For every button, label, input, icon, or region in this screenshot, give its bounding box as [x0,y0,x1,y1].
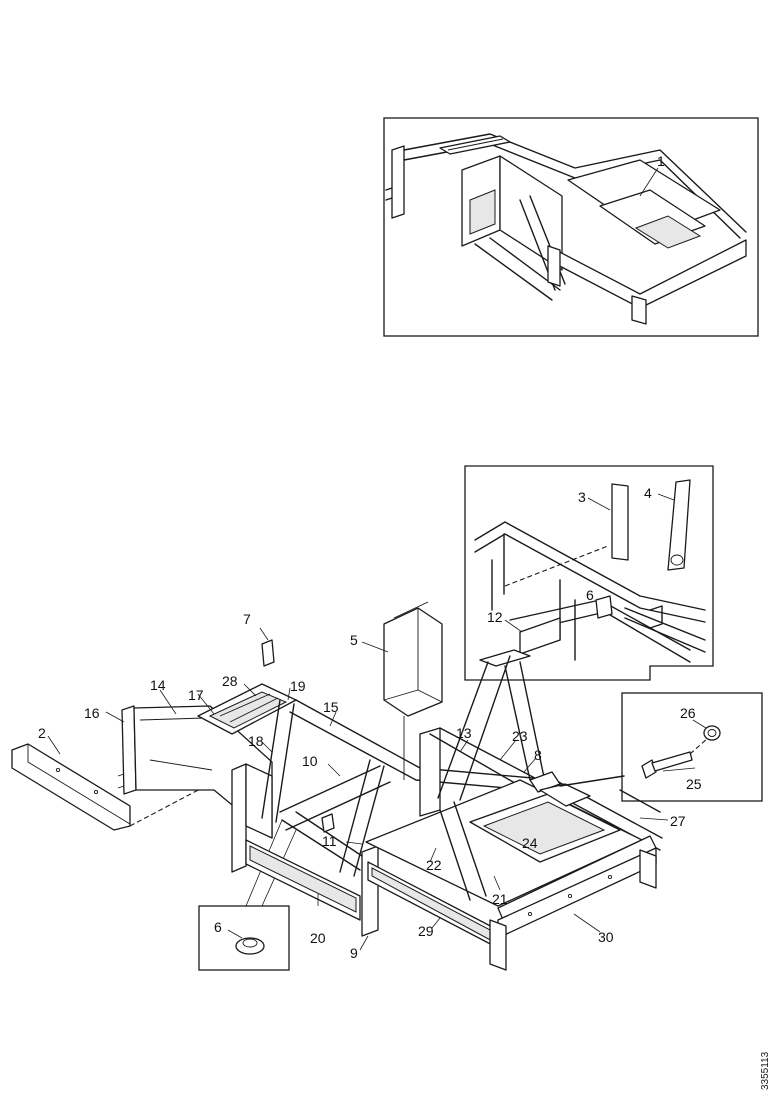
callout-label: 29 [418,923,434,939]
callout-label: 22 [426,857,442,873]
callout-label: 2 [38,725,46,741]
callout-label: 19 [290,678,306,694]
callout-label: 18 [248,733,264,749]
callout-label: 10 [302,753,318,769]
inset-top-assembly: 1 [383,117,759,337]
callout-label: 27 [670,813,686,829]
callout-label: 21 [492,891,508,907]
document-id: 3355113 [760,1051,771,1090]
callout-label: 16 [84,705,100,721]
callout-label: 4 [644,485,652,501]
main-callouts: 7 5 2 16 14 17 28 19 15 18 10 13 23 8 27… [38,611,686,961]
callout-label: 5 [350,632,358,648]
callout-label: 23 [512,728,528,744]
main-exploded-frame [11,601,669,971]
callout-label: 6 [586,587,594,603]
callout-label: 8 [534,747,542,763]
callout-label: 6 [214,919,222,935]
callout-label: 9 [350,945,358,961]
callout-label: 25 [686,776,702,792]
callout-label: 28 [222,673,238,689]
inset-hardware: 26 25 [621,692,763,802]
callout-label: 14 [150,677,166,693]
callout-label: 3 [578,489,586,505]
callout-label: 15 [323,699,339,715]
callout-label: 13 [456,725,472,741]
callout-label: 30 [598,929,614,945]
callout-label: 26 [680,705,696,721]
callout-label: 20 [310,930,326,946]
inset-detail: 3 4 6 12 [464,465,714,681]
callout-label: 12 [487,609,503,625]
callout-label: 24 [522,835,538,851]
callout-label: 11 [322,833,337,849]
callout-label: 7 [243,611,251,627]
callout-label: 1 [657,153,665,169]
callout-label: 17 [188,687,204,703]
